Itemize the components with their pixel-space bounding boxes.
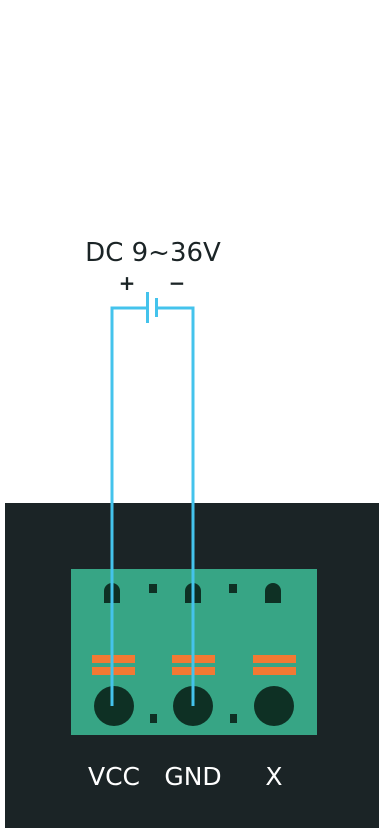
screw-slot	[265, 583, 281, 603]
battery-symbol	[146, 292, 158, 323]
wire-negative	[158, 306, 195, 706]
wire-entry-hole-vcc	[94, 686, 134, 726]
terminal-label-x: X	[265, 762, 282, 791]
terminal-label-gnd: GND	[164, 762, 221, 791]
wire-positive	[110, 306, 146, 706]
spring-lever	[253, 655, 296, 675]
supply-voltage-label: DC 9~36V	[85, 238, 221, 268]
housing-mark	[229, 584, 237, 593]
housing-mark	[150, 714, 157, 723]
terminal-label-vcc: VCC	[88, 762, 140, 791]
housing-mark	[230, 714, 237, 723]
wire-entry-hole-x	[254, 686, 294, 726]
battery-positive-plate	[146, 292, 149, 323]
supply-positive-sign: +	[119, 271, 136, 295]
battery-negative-plate	[155, 298, 158, 317]
housing-mark	[149, 584, 157, 593]
supply-negative-sign: −	[169, 271, 186, 295]
